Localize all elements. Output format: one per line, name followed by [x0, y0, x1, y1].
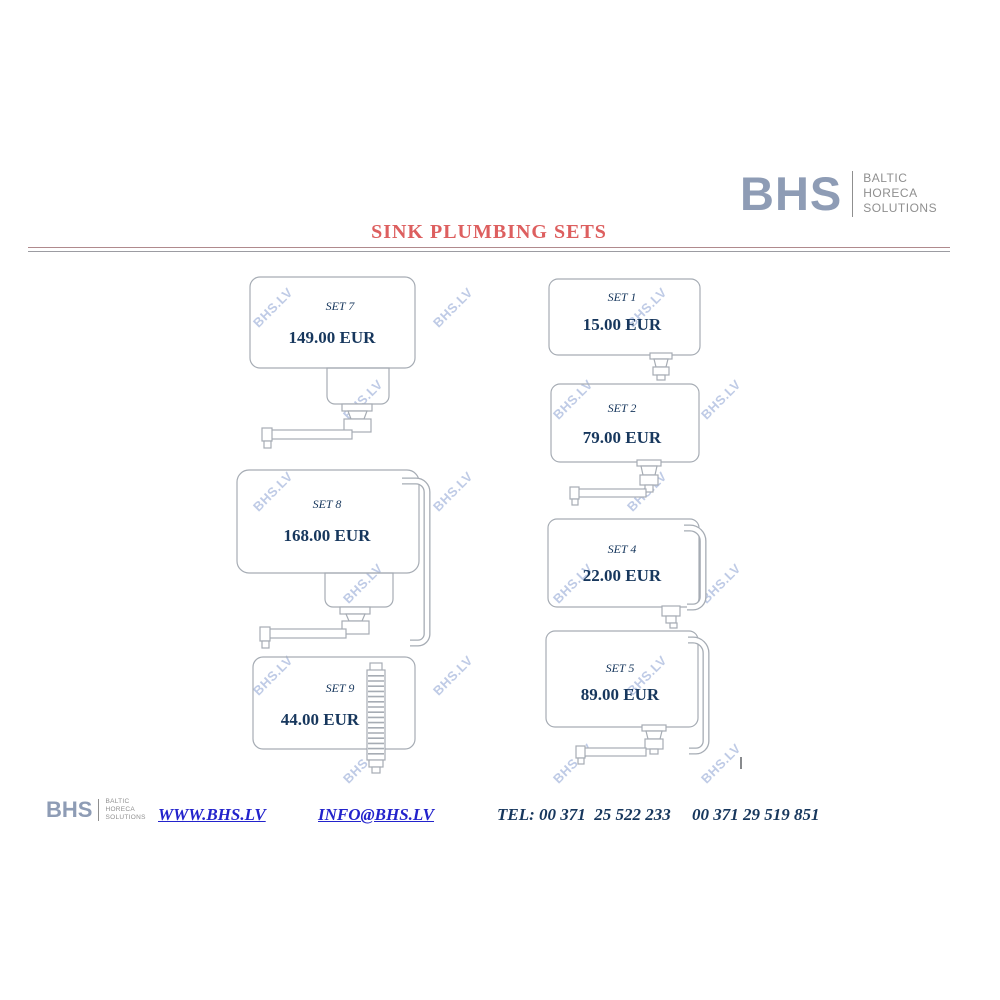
title-divider-rule: [28, 247, 950, 252]
set-price: 168.00 EUR: [283, 526, 371, 545]
logo-word-horeca: HORECA: [105, 806, 136, 813]
bhs-logo-abbr: BHS: [46, 797, 93, 822]
logo-words: BALTIC HORECA SOLUTIONS: [105, 798, 145, 822]
phone-numbers: TEL: 00 371 25 522 233 00 371 29 519 851: [497, 805, 820, 824]
set-name: SET 7: [325, 299, 355, 313]
set-name: SET 2: [607, 401, 637, 415]
logo-word-solutions: SOLUTIONS: [105, 814, 146, 821]
bhs-logo: BHS BALTIC HORECA SOLUTIONS: [740, 166, 937, 221]
set-price: 15.00 EUR: [582, 315, 662, 334]
set-price: 44.00 EUR: [280, 710, 360, 729]
logo-word-horeca: HORECA: [863, 186, 918, 200]
sink-drawing-set-1: [548, 278, 701, 381]
logo-word-baltic: BALTIC: [105, 798, 130, 805]
page-title: SINK PLUMBING SETS: [371, 221, 607, 243]
set-price: 22.00 EUR: [582, 566, 662, 585]
sink-drawing-set-7: [249, 276, 416, 449]
set-name: SET 5: [605, 661, 635, 675]
sink-drawing-set-9: [252, 656, 416, 774]
logo-divider: [98, 799, 100, 821]
sink-drawing-set-8: [236, 469, 431, 649]
set-price: 89.00 EUR: [580, 685, 660, 704]
email-link[interactable]: INFO@BHS.LV: [318, 805, 435, 824]
bhs-logo-footer: BHS BALTIC HORECA SOLUTIONS: [46, 797, 146, 823]
logo-word-baltic: BALTIC: [863, 171, 908, 185]
set-name: SET 4: [607, 542, 637, 556]
sink-drawing-set-4: [547, 518, 707, 629]
sink-drawing-set-2: [550, 383, 700, 506]
bhs-logo-abbr: BHS: [740, 167, 843, 220]
website-link[interactable]: WWW.BHS.LV: [158, 805, 266, 824]
logo-word-solutions: SOLUTIONS: [863, 201, 938, 215]
sink-drawing-set-5: [545, 630, 742, 769]
set-name: SET 1: [607, 290, 637, 304]
logo-words: BALTIC HORECA SOLUTIONS: [863, 171, 937, 216]
set-name: SET 9: [325, 681, 355, 695]
set-price: 149.00 EUR: [288, 328, 376, 347]
set-price: 79.00 EUR: [582, 428, 662, 447]
set-name: SET 8: [312, 497, 342, 511]
logo-divider: [852, 170, 854, 217]
